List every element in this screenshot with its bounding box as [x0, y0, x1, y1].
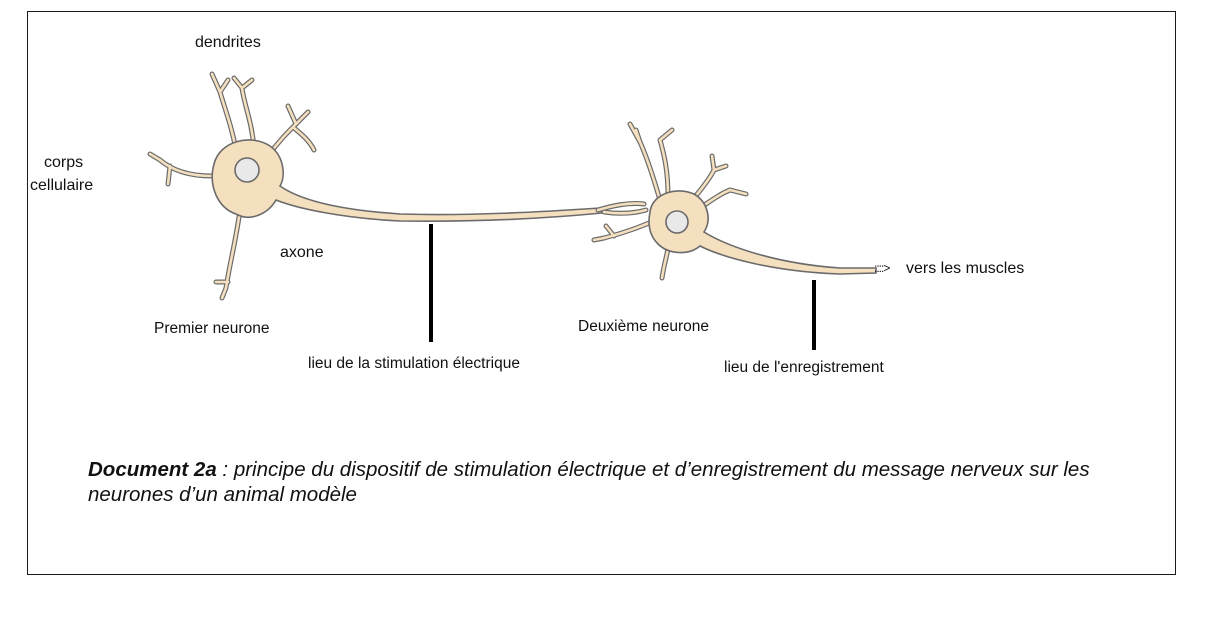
second-neuron-label: Deuxième neurone: [578, 318, 709, 335]
first-neuron-nucleus: [234, 157, 260, 183]
second-neuron-body: [648, 190, 877, 275]
stimulation-electrode: [429, 224, 433, 342]
first-neuron-label: Premier neurone: [154, 320, 270, 337]
caption-text: : principe du dispositif de stimulation …: [88, 458, 1090, 506]
caption-title: Document 2a: [88, 458, 217, 481]
recording-site-label: lieu de l'enregistrement: [724, 359, 884, 376]
axon-terminals: [595, 201, 649, 216]
second-neuron-nucleus: [665, 210, 689, 234]
document-frame: [27, 11, 1176, 575]
arrow-to-muscles-icon: ::::>: [874, 261, 890, 275]
document-caption: Document 2a : principe du dispositif de …: [88, 457, 1168, 507]
cell-body-label-line1: corps: [44, 154, 84, 171]
recording-electrode: [812, 280, 816, 350]
to-muscles-label: vers les muscles: [906, 260, 1025, 277]
axon-label: axone: [280, 244, 324, 261]
cell-body-label-line2: cellulaire: [30, 177, 94, 194]
dendrites-label: dendrites: [195, 34, 261, 51]
first-neuron-body: [211, 139, 604, 222]
stimulation-site-label: lieu de la stimulation électrique: [308, 355, 520, 372]
